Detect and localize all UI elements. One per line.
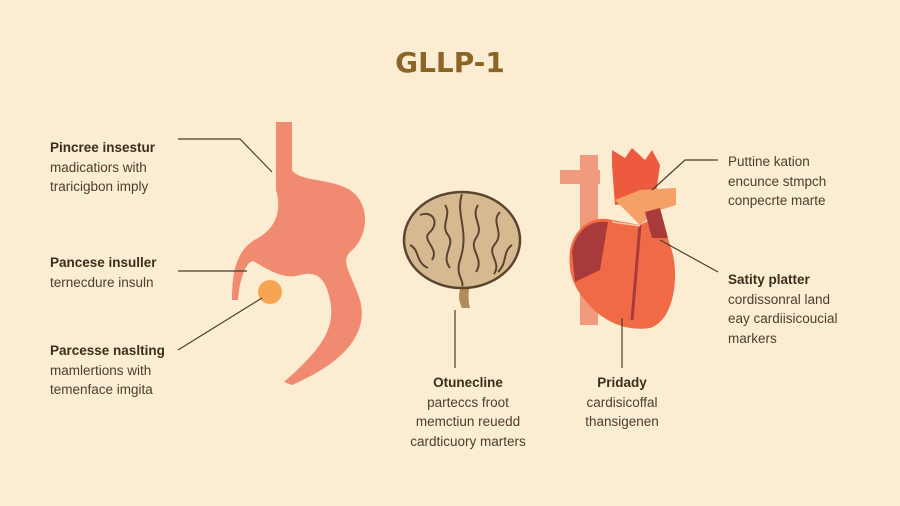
heart-bottom-label: Pridady cardisicoffal thansigenen <box>542 373 702 432</box>
label-line: cordissonral land <box>728 291 831 307</box>
right-label-1: Puttine kation encunce stmpch conpecrte … <box>728 152 826 211</box>
right-label-2: Satity platter cordissonral land eay car… <box>728 270 838 348</box>
label-line: cardisicoffal <box>586 394 658 410</box>
label-heading: Pridady <box>597 375 647 390</box>
label-heading: Puttine kation <box>728 154 810 169</box>
label-heading: Pincree insestur <box>50 140 156 155</box>
label-heading: Parcesse naslting <box>50 343 165 358</box>
stomach-illustration <box>232 122 366 385</box>
label-line: encunce stmpch <box>728 173 827 189</box>
label-line: mamlertions with <box>50 362 152 378</box>
label-line: conpecrte marte <box>728 193 826 208</box>
label-heading: Otunecline <box>433 375 503 390</box>
label-line: parteccs froot <box>427 394 509 410</box>
left-label-3: Parcesse naslting mamlertions with temen… <box>50 341 165 400</box>
label-line: temenface imgita <box>50 382 153 397</box>
label-line: madicatiors with <box>50 159 147 175</box>
heart-illustration <box>560 148 676 329</box>
left-label-1: Pincree insestur madicatiors with traric… <box>50 138 155 197</box>
label-line: markers <box>728 330 777 346</box>
label-line: cardticuory marters <box>410 433 526 449</box>
label-line: traricigbon imply <box>50 179 149 194</box>
label-line: eay cardiisicoucial <box>728 311 838 326</box>
label-heading: Satity platter <box>728 272 810 287</box>
pancreas-dot <box>258 280 282 304</box>
leader-lines <box>177 138 719 368</box>
label-line: ternecdure insuln <box>50 274 154 290</box>
brain-label: Otunecline parteccs froot memctiun reued… <box>368 373 568 451</box>
label-line: memctiun reuedd <box>415 414 521 429</box>
label-line: thansigenen <box>585 414 659 429</box>
label-heading: Pancese insuller <box>50 255 157 270</box>
diagram-title: GLLP-1 <box>395 46 505 79</box>
brain-illustration <box>402 190 522 308</box>
left-label-2: Pancese insuller ternecdure insuln <box>50 253 157 292</box>
